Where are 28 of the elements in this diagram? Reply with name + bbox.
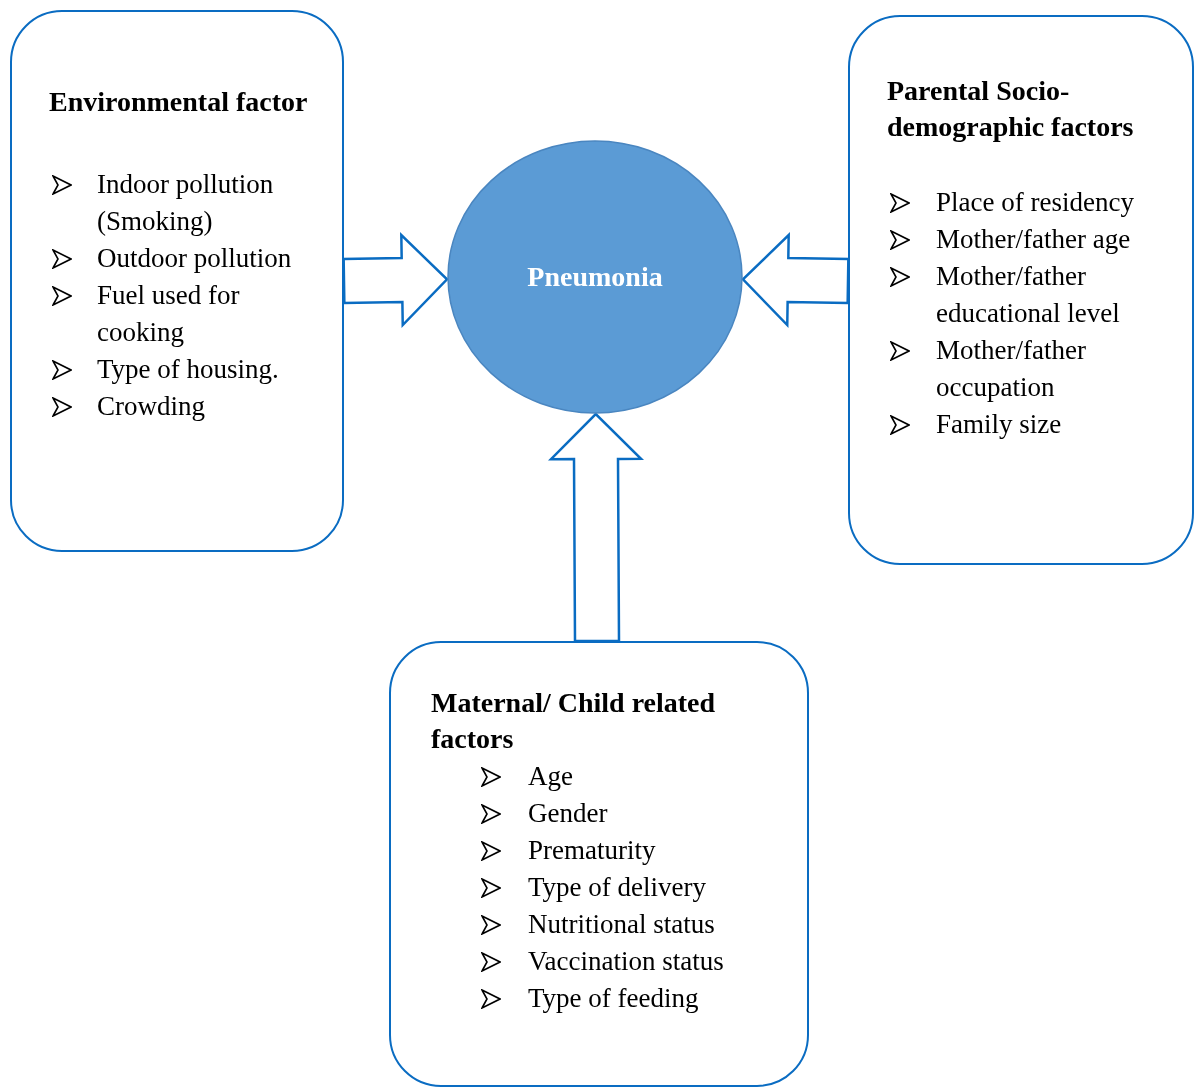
- pneumonia-ellipse: [447, 140, 743, 414]
- list-item: Crowding: [97, 390, 206, 423]
- card-heading: Parental Socio-demographic factors: [887, 74, 1135, 144]
- list-item: Type of delivery: [528, 871, 708, 904]
- list-item: Gender: [528, 797, 609, 830]
- card-heading: Environmental factor: [49, 85, 309, 119]
- list-item: Mother/father age: [936, 223, 1132, 256]
- factor-card: [848, 15, 1194, 565]
- list-item: Fuel used for cooking: [97, 279, 241, 349]
- card-heading: Maternal/ Child related factors: [431, 686, 717, 756]
- list-item: Type of feeding: [528, 982, 700, 1015]
- list-item: Age: [528, 760, 574, 793]
- block-arrow: [548, 412, 645, 643]
- block-arrow: [342, 232, 449, 329]
- list-item: Vaccination status: [528, 945, 725, 978]
- factor-card: [10, 10, 344, 552]
- list-item: Type of housing.: [97, 353, 280, 386]
- block-arrow: [741, 232, 850, 329]
- list-item: Mother/father educational level: [936, 260, 1121, 330]
- list-item: Prematurity: [528, 834, 657, 867]
- list-item: Outdoor pollution: [97, 242, 293, 275]
- list-item: Indoor pollution (Smoking): [97, 168, 275, 238]
- list-item: Nutritional status: [528, 908, 716, 941]
- list-item: Mother/father occupation: [936, 334, 1087, 404]
- node-title: Pneumonia: [527, 261, 663, 293]
- factor-card: [389, 641, 809, 1087]
- list-item: Family size: [936, 408, 1063, 441]
- list-item: Place of residency: [936, 186, 1135, 219]
